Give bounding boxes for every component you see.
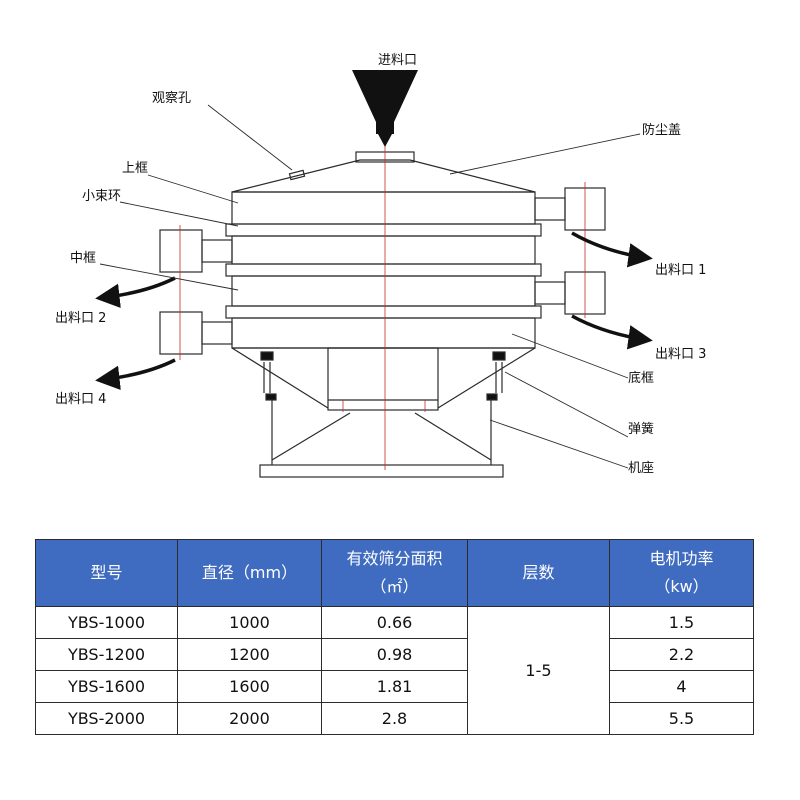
observation-hole: [288, 169, 306, 181]
header-model: 型号: [35, 539, 178, 607]
feed-funnel: [352, 70, 418, 134]
center-axes: [179, 140, 586, 470]
header-power: 电机功率（kw）: [609, 539, 754, 607]
cell-model: YBS-1600: [35, 670, 178, 703]
label-observation-hole: 观察孔: [152, 91, 191, 106]
table-row: YBS-1000 1000 0.66 1-5 1.5: [35, 606, 754, 735]
label-outlet-4: 出料口 4: [55, 392, 106, 407]
label-middle-frame: 中框: [70, 251, 96, 266]
cell-area: 0.66: [321, 606, 468, 639]
cell-area: 0.98: [321, 638, 468, 671]
header-diameter: 直径（mm）: [177, 539, 322, 607]
bottom-frame: [231, 347, 536, 411]
cell-model: YBS-1200: [35, 638, 178, 671]
leader-lines: [99, 104, 641, 469]
sieve-structure-diagram: 进料口 观察孔 防尘盖 上框 小束环 中框 出料口 1 出料口 2 出料口 3 …: [55, 53, 706, 478]
table-row: YBS-2000 2000 2.8 5.5: [35, 702, 754, 735]
cell-area: 1.81: [321, 670, 468, 703]
header-layers: 层数: [467, 539, 610, 607]
cell-power: 1.5: [609, 606, 754, 639]
cell-diameter: 1600: [177, 670, 322, 703]
label-base: 机座: [628, 461, 654, 476]
cell-area: 2.8: [321, 702, 468, 735]
cell-layers: 1-5: [467, 606, 610, 735]
springs: [260, 351, 506, 393]
label-outlet-1: 出料口 1: [655, 263, 706, 278]
label-outlet-2: 出料口 2: [55, 311, 106, 326]
cell-diameter: 1200: [177, 638, 322, 671]
label-bottom-frame: 底框: [628, 370, 654, 386]
cell-power: 2.2: [609, 638, 754, 671]
cell-power: 4: [609, 670, 754, 703]
table-row: YBS-1600 1600 1.81 4: [35, 670, 754, 703]
outlet-spouts: [159, 187, 606, 355]
spec-table: 型号 直径（mm） 有效筛分面积（㎡） 层数 电机功率（kw） YBS-1000…: [35, 539, 754, 735]
feed-arrow: [378, 134, 392, 147]
label-dust-cover: 防尘盖: [642, 122, 681, 138]
sieve-frames: [225, 151, 542, 349]
discharge-arrows: [95, 231, 653, 391]
cell-diameter: 2000: [177, 702, 322, 735]
label-small-clamp-ring: 小束环: [82, 189, 121, 204]
label-upper-frame: 上框: [122, 161, 148, 176]
label-feed-inlet: 进料口: [378, 53, 417, 68]
table-header-row: 型号 直径（mm） 有效筛分面积（㎡） 层数 电机功率（kw）: [35, 539, 754, 607]
cell-model: YBS-2000: [35, 702, 178, 735]
cell-diameter: 1000: [177, 606, 322, 639]
machine-base: [259, 393, 504, 478]
label-outlet-3: 出料口 3: [655, 347, 706, 362]
table-row: YBS-1200 1200 0.98 2.2: [35, 638, 754, 671]
header-area: 有效筛分面积（㎡）: [321, 539, 468, 607]
cell-power: 5.5: [609, 702, 754, 735]
cell-model: YBS-1000: [35, 606, 178, 639]
label-spring: 弹簧: [628, 421, 654, 437]
